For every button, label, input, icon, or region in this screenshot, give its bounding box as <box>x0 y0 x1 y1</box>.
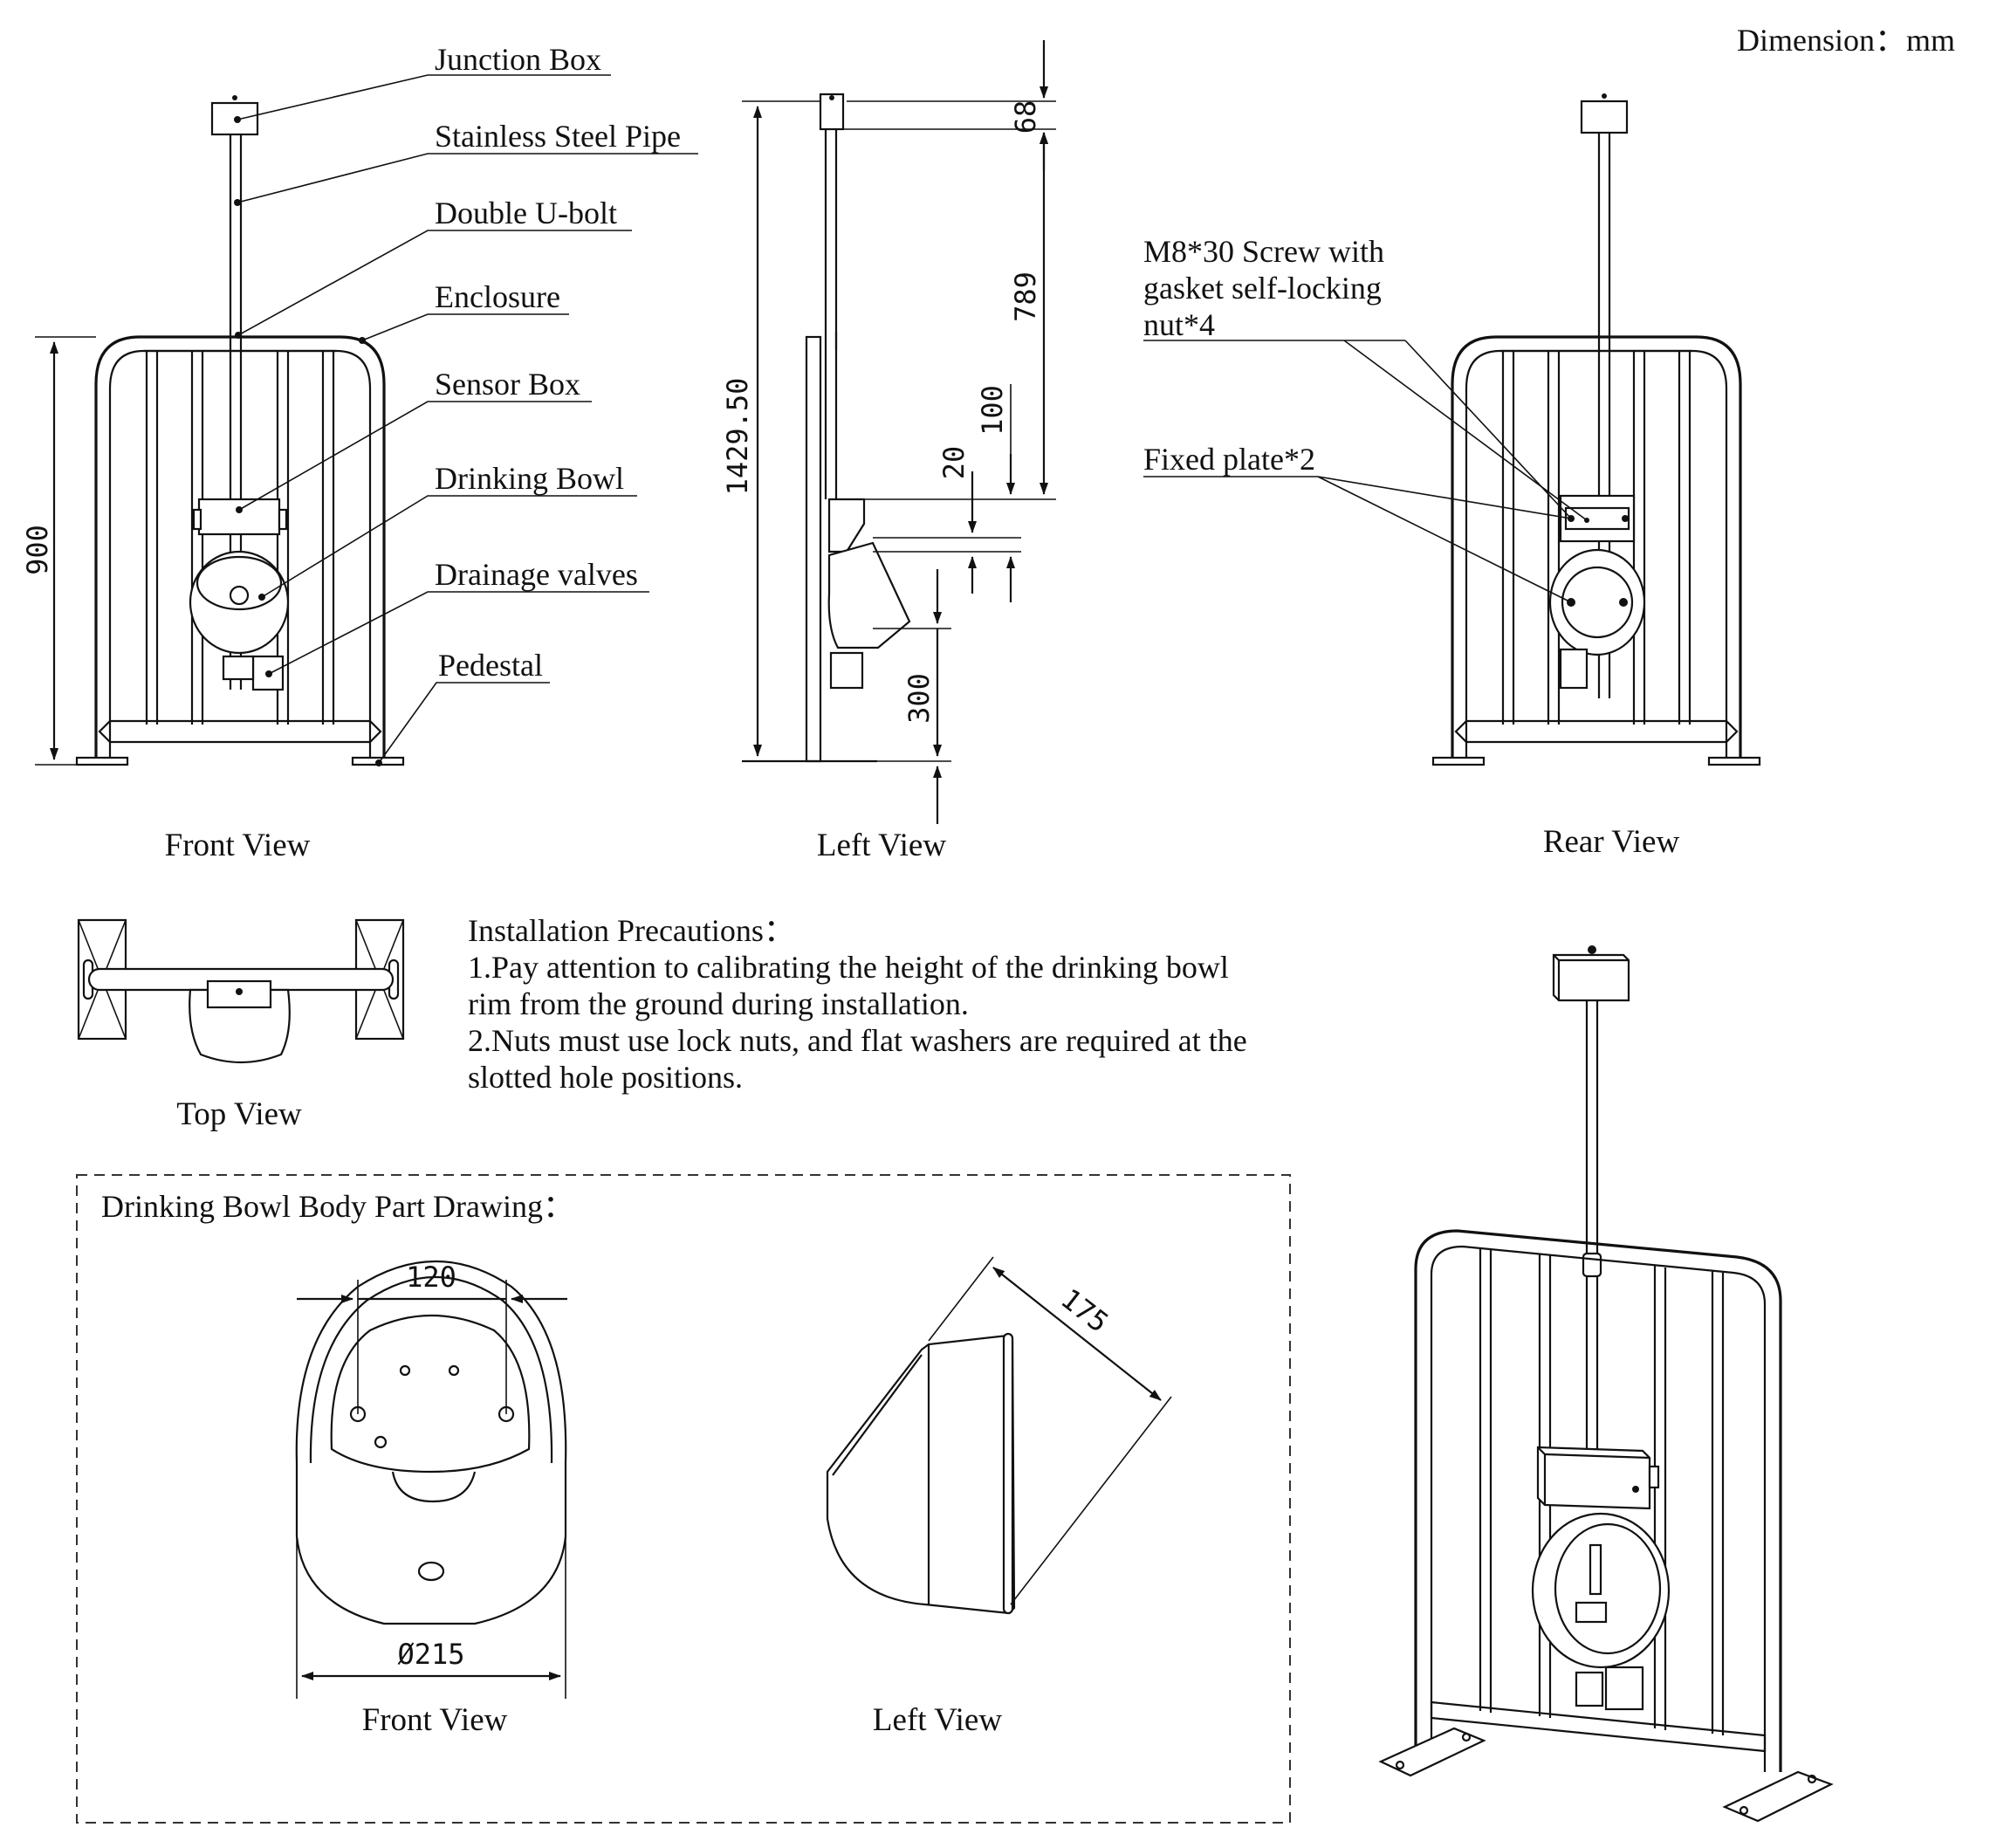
precautions-line1: 1.Pay attention to calibrating the heigh… <box>468 950 1229 985</box>
installation-precautions: Installation Precautions： 1.Pay attentio… <box>468 913 1247 1095</box>
rear-view <box>1143 93 1761 766</box>
caption-bowl-left-view: Left View <box>873 1702 1002 1738</box>
label-screw-line1: M8*30 Screw with <box>1143 234 1384 269</box>
dim-top-offset: 68 <box>1009 100 1042 134</box>
dim-bowl-hole-spacing: 120 <box>406 1261 456 1294</box>
dim-front-height: 900 <box>21 525 54 575</box>
front-view-callouts: Junction Box Stainless Steel Pipe Double… <box>237 42 698 764</box>
label-enclosure: Enclosure <box>435 279 560 314</box>
label-sensor-box: Sensor Box <box>435 367 580 402</box>
bowl-drawing-frame <box>76 1174 1291 1824</box>
dim-pipe-length: 789 <box>1009 271 1042 322</box>
label-fixed-plate: Fixed plate*2 <box>1143 442 1315 477</box>
dim-bowl-diameter: Ø215 <box>397 1638 464 1671</box>
top-view <box>77 918 405 1064</box>
label-double-u-bolt: Double U-bolt <box>435 196 617 230</box>
label-drinking-bowl: Drinking Bowl <box>435 461 624 496</box>
label-stainless-steel-pipe: Stainless Steel Pipe <box>435 119 681 154</box>
label-pedestal: Pedestal <box>438 648 543 683</box>
bowl-drawing-title: Drinking Bowl Body Part Drawing： <box>101 1189 574 1224</box>
caption-top-view: Top View <box>176 1096 302 1132</box>
dim-bowl-height: 300 <box>902 673 936 724</box>
dim-overall-height: 1429.50 <box>721 378 754 496</box>
dim-sensor-gap: 100 <box>976 385 1009 436</box>
precautions-title: Installation Precautions： <box>468 913 795 948</box>
caption-rear-view: Rear View <box>1543 824 1680 860</box>
label-screw-line2: gasket self-locking <box>1143 271 1382 306</box>
dimension-unit: Dimension：mm <box>1737 23 1955 58</box>
front-view: 900 <box>21 95 405 766</box>
caption-bowl-front-view: Front View <box>362 1702 508 1738</box>
isometric-view <box>1378 945 1834 1823</box>
label-screw-line3: nut*4 <box>1143 307 1215 342</box>
bowl-front-view: 120 Ø215 <box>295 1261 567 1699</box>
dim-bowl-offset: 20 <box>937 446 971 480</box>
dim-bowl-depth: 175 <box>1054 1282 1115 1340</box>
precautions-line2: rim from the ground during installation. <box>468 986 969 1021</box>
caption-front-view: Front View <box>165 828 311 863</box>
bowl-left-view: 175 <box>826 1256 1172 1615</box>
caption-left-view: Left View <box>817 828 946 863</box>
label-junction-box: Junction Box <box>435 42 601 77</box>
left-view: 1429.50 68 789 100 20 300 <box>721 40 1056 824</box>
precautions-line3: 2.Nuts must use lock nuts, and flat wash… <box>468 1023 1247 1058</box>
precautions-line4: slotted hole positions. <box>468 1060 743 1095</box>
label-drainage-valves: Drainage valves <box>435 557 638 592</box>
junction-box <box>210 101 259 136</box>
